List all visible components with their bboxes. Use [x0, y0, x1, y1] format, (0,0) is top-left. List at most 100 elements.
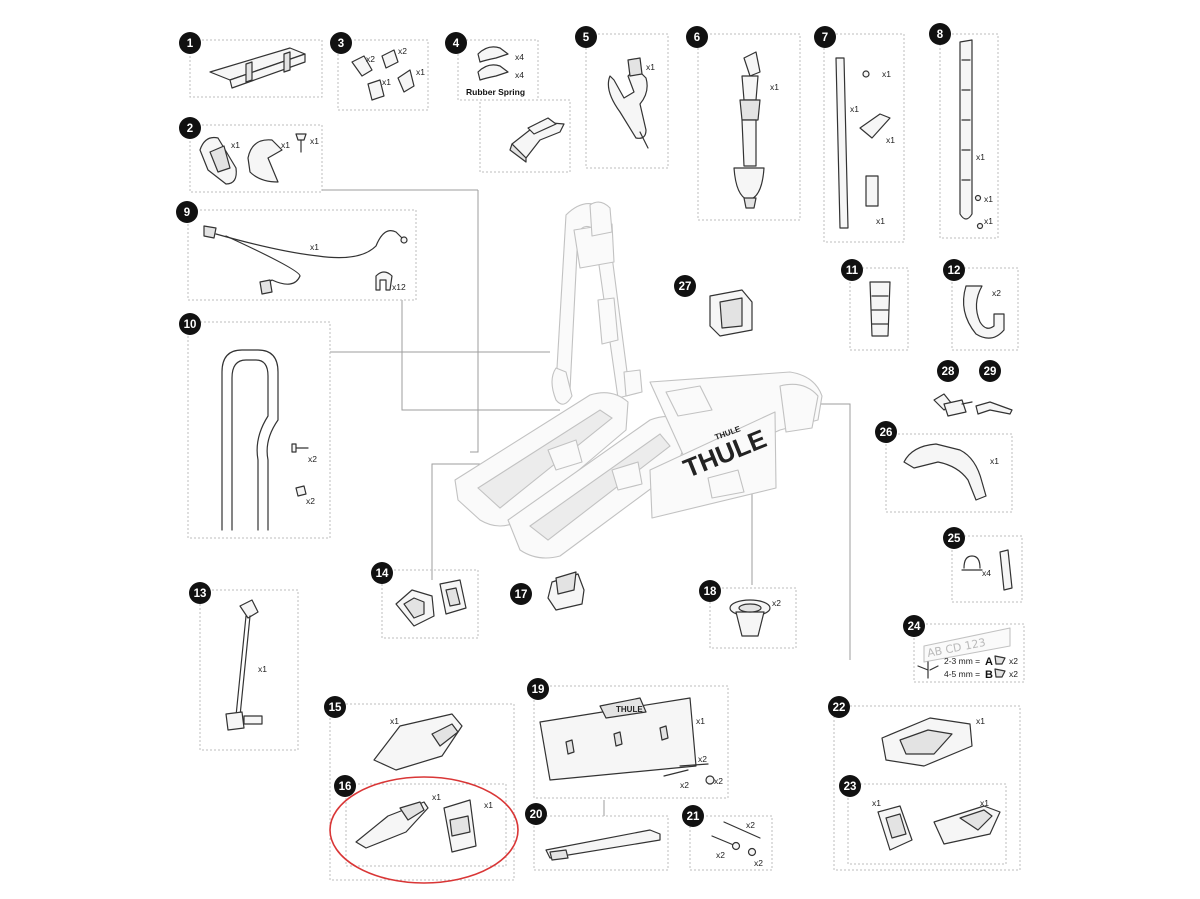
part-10-qty-2: x2	[306, 496, 315, 506]
leader-lines	[322, 189, 851, 816]
part-17	[547, 571, 585, 611]
svg-text:25: 25	[948, 533, 961, 545]
part-2-qty-2: x1	[281, 140, 290, 150]
badge-5: 5	[575, 26, 597, 48]
part-11	[849, 267, 909, 351]
part-12: x2	[951, 267, 1019, 351]
part-24-qty-2: x2	[1009, 669, 1018, 679]
svg-text:7: 7	[822, 32, 828, 44]
part-18-qty: x2	[772, 598, 781, 608]
part-4-qty-2: x4	[515, 70, 524, 80]
part-3-qty-2: x2	[398, 46, 407, 56]
part-6-qty: x1	[770, 82, 779, 92]
part-24-qty-1: x2	[1009, 656, 1018, 666]
badge-4: 4	[445, 32, 467, 54]
badge-2: 2	[179, 117, 201, 139]
part-4-qty-1: x4	[515, 52, 524, 62]
part-24: AB CD 123 2-3 mm = A x2 4-5 mm = B x2	[913, 623, 1025, 683]
svg-text:12: 12	[948, 265, 961, 277]
svg-text:2: 2	[187, 123, 193, 135]
svg-text:10: 10	[184, 319, 197, 331]
part-7-qty-3: x1	[886, 135, 895, 145]
part-15-qty: x1	[390, 716, 399, 726]
svg-text:9: 9	[184, 207, 190, 219]
svg-text:29: 29	[984, 366, 997, 378]
part-19-qty-3: x2	[680, 780, 689, 790]
part-5-qty: x1	[646, 62, 655, 72]
part-1	[189, 39, 323, 98]
part-10-qty-1: x2	[308, 454, 317, 464]
badge-7: 7	[814, 26, 836, 48]
bike-carrier-assembly: THULE THULE	[454, 201, 823, 559]
part-10: x2 x2	[187, 321, 331, 539]
badge-27: 27	[674, 275, 696, 297]
badge-6: 6	[686, 26, 708, 48]
badge-12: 12	[943, 259, 965, 281]
badge-1: 1	[179, 32, 201, 54]
svg-text:5: 5	[583, 32, 590, 44]
svg-text:11: 11	[846, 265, 859, 277]
part-22-qty: x1	[976, 716, 985, 726]
badge-28: 28	[937, 360, 959, 382]
part-2-qty-1: x1	[231, 140, 240, 150]
part-23-qty-1: x1	[872, 798, 881, 808]
part-21-qty-2: x2	[716, 850, 725, 860]
badge-11: 11	[841, 259, 863, 281]
badge-24: 24	[903, 615, 925, 637]
svg-text:4: 4	[453, 38, 460, 50]
badge-29: 29	[979, 360, 1001, 382]
badge-19: 19	[527, 678, 549, 700]
part-22: x1	[833, 705, 1021, 871]
badge-10: 10	[179, 313, 201, 335]
badge-3: 3	[330, 32, 352, 54]
plate-holder-logo: THULE	[616, 705, 643, 714]
svg-text:22: 22	[833, 702, 846, 714]
svg-text:19: 19	[532, 684, 545, 696]
part-23-qty-2: x1	[980, 798, 989, 808]
part-7-qty-1: x1	[882, 69, 891, 79]
svg-text:13: 13	[194, 588, 207, 600]
part-19-qty-1: x1	[696, 716, 705, 726]
badge-18: 18	[699, 580, 721, 602]
svg-text:18: 18	[704, 586, 717, 598]
svg-text:20: 20	[530, 809, 543, 821]
badge-13: 13	[189, 582, 211, 604]
badge-26: 26	[875, 421, 897, 443]
part-3: x2 x2 x1 x1	[337, 39, 429, 111]
part-25: x4	[951, 535, 1023, 603]
part-20	[533, 815, 669, 871]
part-number-badges: 1 2 3 4 5 6 7 8 9 10 11 12 13 14 15 16 1…	[176, 23, 1001, 827]
part-6: x1	[697, 33, 801, 221]
badge-21: 21	[682, 805, 704, 827]
part-27	[709, 289, 753, 337]
svg-text:14: 14	[376, 568, 389, 580]
part-21: x2 x2 x2	[689, 815, 773, 871]
highlight-ellipse	[329, 776, 519, 884]
part-24-letter-b: B	[985, 669, 993, 681]
svg-text:28: 28	[942, 366, 955, 378]
svg-text:3: 3	[338, 38, 344, 50]
part-4-caption: Rubber Spring	[466, 87, 525, 97]
svg-text:24: 24	[908, 621, 921, 633]
part-16: x1 x1	[345, 783, 507, 867]
part-12-qty: x2	[992, 288, 1001, 298]
part-13: x1	[199, 589, 299, 751]
part-3-qty-4: x1	[416, 67, 425, 77]
part-16-qty-1: x1	[432, 792, 441, 802]
part-14	[381, 569, 479, 639]
part-25-qty: x4	[982, 568, 991, 578]
badge-17: 17	[510, 583, 532, 605]
badge-20: 20	[525, 803, 547, 825]
svg-text:27: 27	[679, 281, 692, 293]
part-13-qty: x1	[258, 664, 267, 674]
part-8-qty-1: x1	[976, 152, 985, 162]
part-9: x1 x12	[187, 209, 417, 301]
svg-text:1: 1	[187, 38, 194, 50]
part-3-qty-1: x2	[366, 54, 375, 64]
badge-23: 23	[839, 775, 861, 797]
badge-16: 16	[334, 775, 356, 797]
part-24-note-a: 2-3 mm =	[944, 656, 980, 666]
part-26-qty: x1	[990, 456, 999, 466]
part-8: x1 x1 x1	[939, 33, 999, 239]
badge-14: 14	[371, 562, 393, 584]
